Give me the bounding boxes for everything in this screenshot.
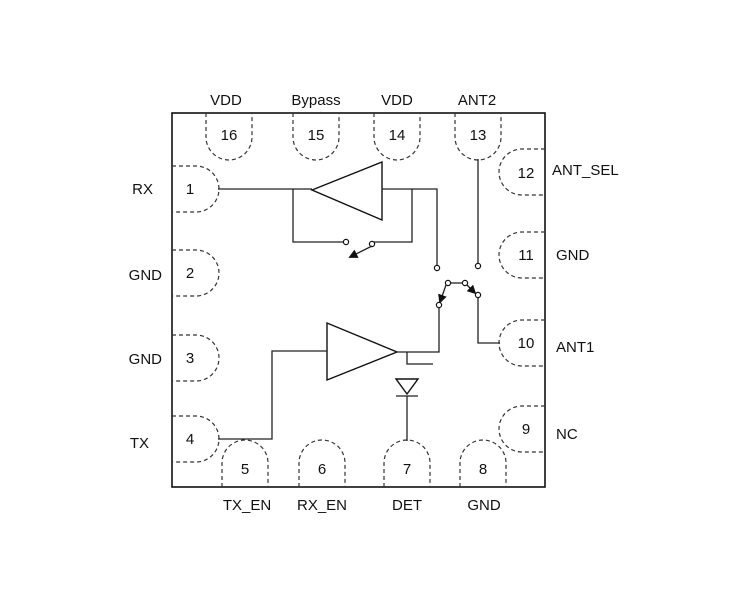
lna-to-switch-wire [382, 188, 438, 266]
pin-16-pad [205, 113, 253, 161]
pin-4-name: TX [130, 435, 149, 452]
pin-12-pad [498, 148, 545, 196]
pin-13-number: 13 [470, 127, 487, 144]
pin-5-pad [221, 439, 269, 487]
pa-amplifier [326, 321, 399, 382]
pin-1-pad [172, 165, 220, 213]
pin-9-name: NC [556, 426, 578, 443]
pin-9-number: 9 [522, 421, 530, 438]
pin-16-name: VDD [210, 92, 242, 109]
rx-switch-node [433, 264, 441, 272]
pin-6-number: 6 [318, 461, 326, 478]
ant1-wire [477, 298, 500, 344]
pin-6-pad [298, 439, 346, 487]
pin-5-number: 5 [241, 461, 249, 478]
tx-input-wire [218, 350, 327, 440]
pin-16-number: 16 [221, 127, 238, 144]
pin-2-name: GND [129, 267, 163, 284]
tr-switch-arrow [438, 284, 447, 304]
tx-switch-node [435, 301, 443, 309]
switch-contact [461, 279, 469, 287]
pin-11-number: 11 [518, 247, 534, 264]
bypass-wire-right [374, 189, 413, 243]
pin-13-name: ANT2 [458, 92, 496, 109]
pin-1-name: RX [132, 181, 153, 198]
pin-3-number: 3 [186, 350, 194, 367]
pin-12-number: 12 [518, 165, 535, 182]
pin-3-pad [172, 334, 220, 382]
pin-12-name: ANT_SEL [552, 162, 619, 179]
switch-contact [444, 279, 452, 287]
pin-14-number: 14 [389, 127, 406, 144]
ant2-switch-node [474, 262, 482, 270]
pin-15-pad [292, 113, 340, 161]
pin-11-name: GND [556, 247, 590, 264]
bypass-switch-arrow [348, 245, 373, 258]
pin-4-number: 4 [186, 431, 194, 448]
pa-output-wire [397, 308, 440, 353]
lna-amplifier [310, 160, 383, 222]
pin-8-name: GND [467, 497, 501, 514]
pin-10-number: 10 [518, 335, 535, 352]
pin-9-pad [498, 405, 545, 453]
pin-4-pad [172, 415, 220, 463]
pin-7-name: DET [392, 497, 422, 514]
ant1-switch-node [474, 291, 482, 299]
pin-14-pad [373, 113, 421, 161]
pin-2-number: 2 [186, 265, 194, 282]
pin-3-name: GND [129, 351, 163, 368]
pin-1-number: 1 [186, 181, 194, 198]
pin-5-name: TX_EN [223, 497, 271, 514]
bypass-switch-node [368, 240, 376, 248]
pin-14-name: VDD [381, 92, 413, 109]
pin-8-number: 8 [479, 461, 487, 478]
chip-body [171, 112, 546, 488]
ant-switch-arrow [466, 284, 477, 295]
bypass-switch-node [342, 238, 350, 246]
pin-2-pad [172, 249, 220, 297]
bypass-wire-left [292, 189, 344, 243]
pin-7-number: 7 [403, 461, 411, 478]
pin-6-name: RX_EN [297, 497, 347, 514]
pin-15-name: Bypass [291, 92, 340, 109]
pin-11-pad [498, 231, 545, 279]
pin-8-pad [459, 439, 507, 487]
pin-10-name: ANT1 [556, 339, 594, 356]
pin-15-number: 15 [308, 127, 325, 144]
detector-diode-icon [394, 352, 433, 441]
